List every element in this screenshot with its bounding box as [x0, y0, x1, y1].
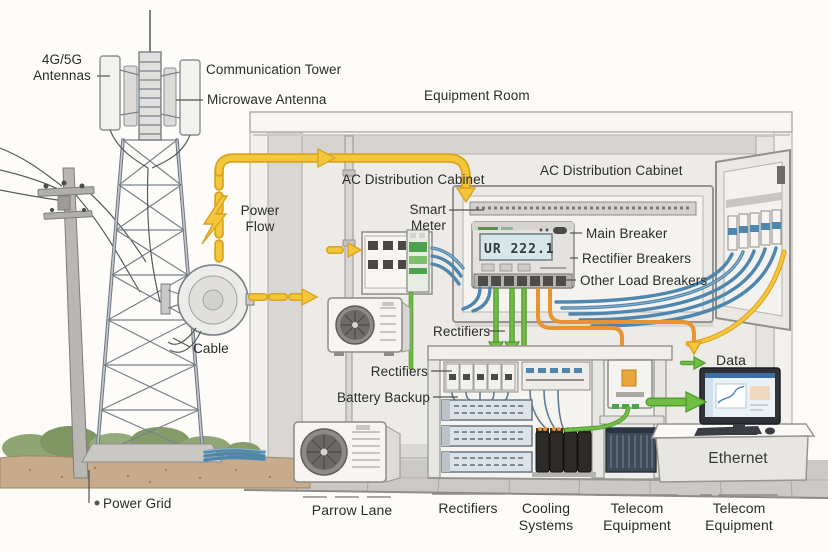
antenna-panel-right: [179, 59, 201, 136]
smart-meter-device: UR 222.1: [471, 221, 575, 289]
meter-button: [553, 227, 567, 234]
power-flow-arrow: [201, 147, 477, 307]
desk: [650, 423, 816, 483]
door-breaker-row: [727, 209, 782, 251]
antenna-panel-left: [99, 55, 121, 131]
label-data: Data: [716, 352, 746, 368]
label-microwave-antenna: Microwave Antenna: [207, 92, 327, 107]
label-cable: Cable: [193, 341, 229, 356]
cooling-telecom-unit: [605, 427, 657, 473]
label-ac-cabinet-left: AC Distribution Cabinet: [342, 172, 485, 187]
label-ethernet: Ethernet: [708, 450, 768, 467]
monitor: [694, 367, 781, 436]
equipment-rack: [427, 345, 673, 481]
label-cooling-systems: Cooling Systems: [518, 500, 574, 533]
terminal-bus-bar: [469, 201, 697, 216]
label-antennas: 4G/5G Antennas: [33, 52, 91, 83]
battery-bank: [532, 427, 596, 477]
label-rectifier-breakers: Rectifier Breakers: [582, 251, 692, 266]
label-other-load-breakers: Other Load Breakers: [580, 273, 708, 288]
meter-cables: [430, 246, 492, 313]
bottom-rules: [303, 493, 778, 498]
power-bolt-icon: [201, 195, 229, 245]
cabinet-door-breakers: [554, 148, 791, 347]
keyboard: [694, 426, 762, 436]
leader-lines: [88, 75, 582, 506]
controller-box: [607, 359, 653, 409]
label-communication-tower: Communication Tower: [206, 62, 342, 77]
outdoor-cables: [203, 448, 266, 462]
tower-foundation: [81, 443, 223, 463]
communication-tower: [81, 10, 255, 463]
data-arrow: [645, 355, 708, 414]
mouse: [765, 427, 775, 435]
label-battery-backup: Battery Backup: [337, 390, 430, 405]
label-rectifiers-feed: Rectifiers: [433, 324, 491, 339]
label-parrow-lane: Parrow Lane: [311, 502, 393, 518]
rack-breaker-panel: [443, 361, 519, 393]
wall-breaker-box: [361, 229, 433, 295]
meter-reading: UR 222.1: [484, 242, 555, 257]
rack-breaker-panel: [521, 361, 591, 391]
ac-unit-lower: [293, 421, 401, 483]
meter-lcd: [479, 233, 553, 261]
label-smart-meter: Smart Meter: [409, 202, 446, 233]
label-power-grid: Power Grid: [103, 496, 172, 511]
label-rectifiers-bottom: Rectifiers: [438, 500, 498, 516]
rectifier-shelves: [441, 399, 533, 473]
label-ac-cabinet-right: AC Distribution Cabinet: [540, 163, 683, 178]
label-telecom-equipment-2: Telecom Equipment: [705, 500, 773, 533]
ac-unit-upper: [327, 297, 411, 356]
power-grid-pole: [0, 147, 147, 479]
label-equipment-room: Equipment Room: [424, 88, 530, 103]
label-rectifiers-panel: Rectifiers: [370, 364, 428, 379]
microwave-dish: [160, 264, 255, 353]
label-power-flow: Power Flow: [240, 203, 280, 234]
label-main-breaker: Main Breaker: [586, 226, 668, 241]
label-telecom-equipment-1: Telecom Equipment: [603, 500, 671, 533]
